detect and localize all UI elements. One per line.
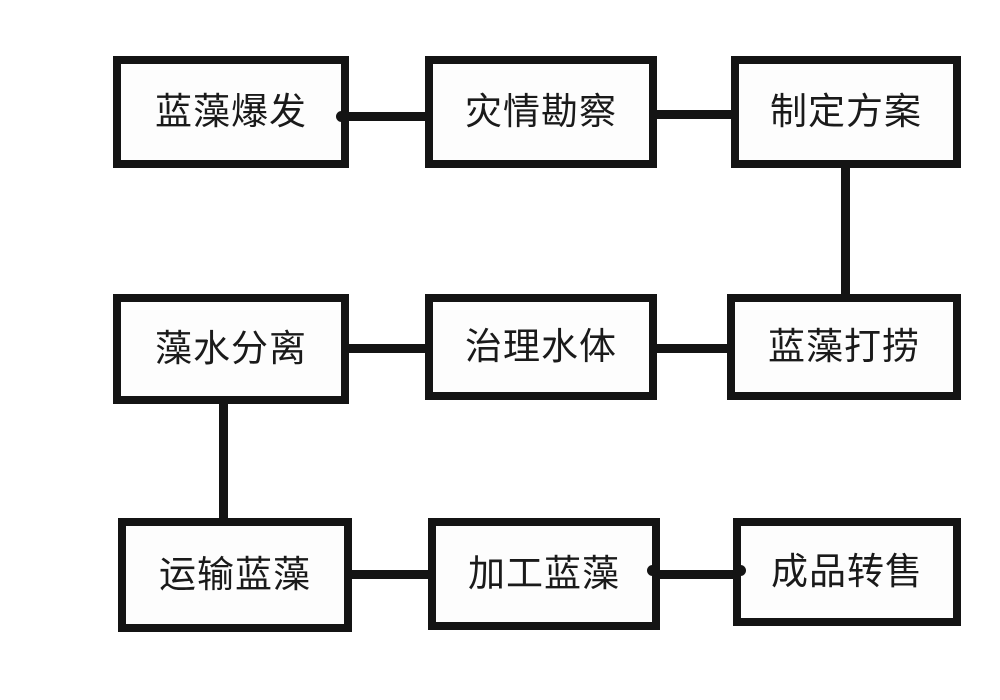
node-label: 蓝藻打捞 <box>768 324 920 368</box>
connector-process-algae-to-resell-products <box>652 570 740 579</box>
node-label: 运输蓝藻 <box>159 552 311 596</box>
node-label: 加工蓝藻 <box>468 551 620 595</box>
connector-junction-dot <box>735 565 746 576</box>
connector-transport-algae-to-process-algae <box>344 570 434 579</box>
connector-algae-water-separation-to-transport-algae <box>219 396 228 524</box>
connector-formulate-plan-to-algae-salvage <box>841 160 850 300</box>
node-label: 成品转售 <box>771 549 923 593</box>
connector-junction-dot <box>647 565 658 576</box>
node-algae-outbreak[interactable]: 蓝藻爆发 <box>113 56 349 168</box>
connector-junction-dot <box>336 111 347 122</box>
node-formulate-plan[interactable]: 制定方案 <box>731 56 961 168</box>
connector-disaster-survey-to-formulate-plan <box>650 110 738 119</box>
connector-algae-salvage-to-water-treatment <box>650 344 734 353</box>
node-disaster-survey[interactable]: 灾情勘察 <box>425 56 657 168</box>
node-label: 治理水体 <box>465 324 617 368</box>
node-algae-water-separation[interactable]: 藻水分离 <box>113 294 349 404</box>
node-label: 蓝藻爆发 <box>155 89 307 133</box>
connector-water-treatment-to-algae-water-separation <box>341 344 431 353</box>
node-label: 藻水分离 <box>155 326 307 370</box>
node-transport-algae[interactable]: 运输蓝藻 <box>118 518 352 632</box>
node-label: 制定方案 <box>770 89 922 133</box>
node-water-treatment[interactable]: 治理水体 <box>425 294 657 400</box>
node-algae-salvage[interactable]: 蓝藻打捞 <box>727 294 961 400</box>
connector-algae-outbreak-to-disaster-survey <box>340 112 432 121</box>
node-resell-finished-products[interactable]: 成品转售 <box>733 518 961 626</box>
node-process-algae[interactable]: 加工蓝藻 <box>428 518 660 630</box>
node-label: 灾情勘察 <box>465 89 617 133</box>
